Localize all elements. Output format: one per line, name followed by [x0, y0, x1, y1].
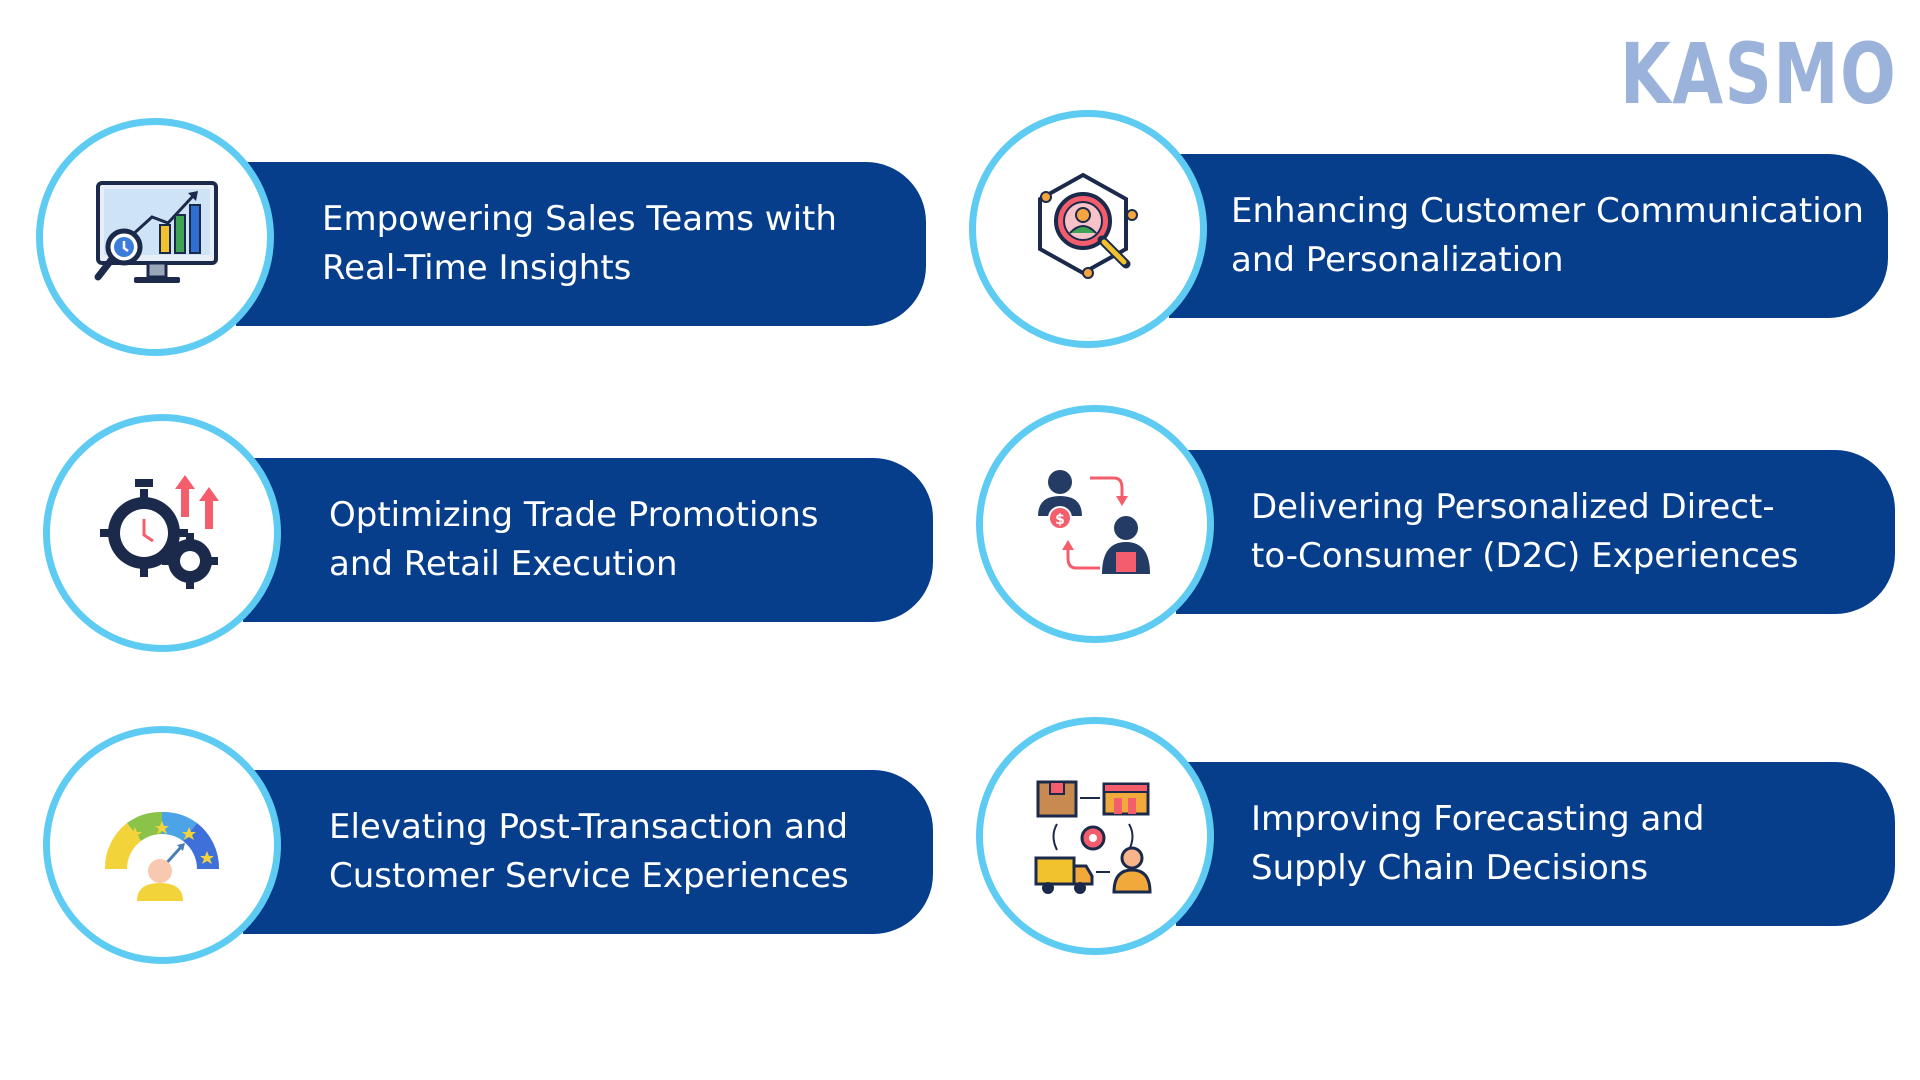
card-title: Enhancing Customer Communication and Per…: [1231, 191, 1864, 280]
card-customer-communication: Enhancing Customer Communication and Per…: [969, 110, 1889, 360]
satisfaction-gauge-icon: [104, 811, 220, 901]
kasmo-logo: KASMO: [1620, 25, 1898, 123]
card-pill: Enhancing Customer Communication and Per…: [1169, 154, 1888, 318]
card-title: Optimizing Trade Promotions and Retail E…: [329, 495, 819, 584]
card-trade-promotions: Optimizing Trade Promotions and Retail E…: [43, 414, 943, 664]
card-pill: Improving Forecasting and Supply Chain D…: [1176, 762, 1895, 926]
d2c-exchange-icon: $: [1038, 470, 1150, 574]
card-title: Delivering Personalized Direct- to-Consu…: [1251, 487, 1799, 576]
card-pill: Delivering Personalized Direct- to-Consu…: [1176, 450, 1895, 614]
card-pill: Elevating Post-Transaction and Customer …: [243, 770, 933, 934]
icon-circle: $: [976, 405, 1214, 643]
card-d2c-experiences: Delivering Personalized Direct- to-Consu…: [976, 405, 1896, 655]
card-title: Elevating Post-Transaction and Customer …: [329, 807, 849, 896]
icon-circle: [43, 414, 281, 652]
icon-circle: [36, 118, 274, 356]
customer-search-icon: [1038, 172, 1138, 279]
svg-text:$: $: [1055, 512, 1065, 528]
supply-chain-icon: [1034, 780, 1152, 894]
analytics-monitor-icon: [94, 181, 218, 283]
card-post-transaction: Elevating Post-Transaction and Customer …: [43, 726, 943, 976]
card-pill: Optimizing Trade Promotions and Retail E…: [243, 458, 933, 622]
card-title: Empowering Sales Teams with Real-Time In…: [322, 199, 837, 288]
card-sales-insights: Empowering Sales Teams with Real-Time In…: [36, 118, 936, 368]
card-forecasting-supply-chain: Improving Forecasting and Supply Chain D…: [976, 717, 1896, 967]
gears-stopwatch-icon: [100, 475, 219, 589]
icon-circle: [976, 717, 1214, 955]
card-pill: Empowering Sales Teams with Real-Time In…: [236, 162, 926, 326]
icon-circle: [43, 726, 281, 964]
card-title: Improving Forecasting and Supply Chain D…: [1251, 799, 1705, 888]
icon-circle: [969, 110, 1207, 348]
